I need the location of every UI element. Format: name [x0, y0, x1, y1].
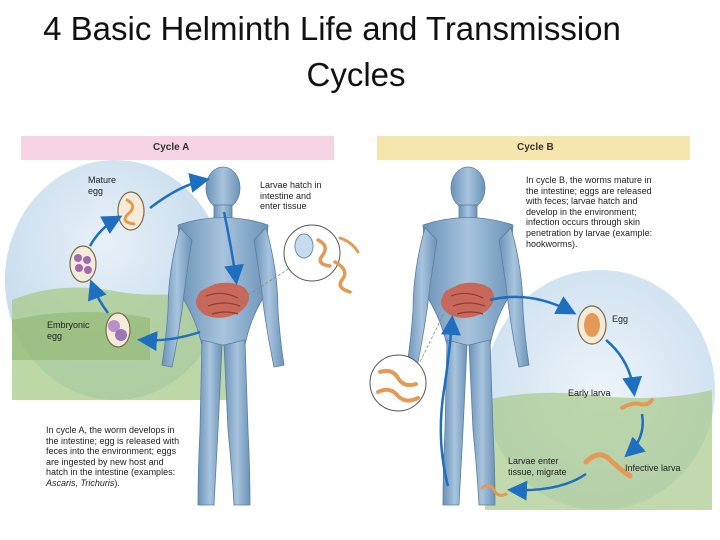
cycle-a-header: Cycle A — [21, 136, 334, 160]
arrow-migrate — [439, 315, 461, 487]
mature-egg-label-line-2: egg — [88, 185, 104, 196]
cycle-b-arrows — [439, 295, 646, 501]
egg-label: Egg — [612, 314, 629, 324]
embryonic-egg-label: Embryonic egg — [47, 320, 90, 341]
arrow-develop — [624, 413, 646, 458]
cycle-a-description-line-4: are ingested by new host and — [46, 456, 164, 467]
early-larva — [620, 398, 654, 410]
arrow-hatch — [605, 339, 643, 397]
cycle-b-description-line-3: with feces; larvae hatch and — [526, 196, 638, 207]
larvae-hatch-label: Larvae hatch in intestine and enter tiss… — [260, 180, 322, 212]
slide-title: 4 Basic Helminth Life and Transmission C… — [0, 6, 720, 98]
cycle-a-arrows — [87, 173, 244, 352]
cycle-a-description-line-5: hatch in the intestine (examples: — [46, 467, 176, 478]
larvae-enter-label-line-2: tissue, migrate — [508, 466, 567, 477]
cycle-b-description-line-7: hookworms). — [526, 238, 578, 249]
cycle-b-environment — [485, 270, 715, 510]
larvae-hatch-zoom — [239, 224, 360, 301]
infective-larva — [583, 452, 633, 479]
cycle-a-description-line-1: In cycle A, the worm develops in — [46, 425, 175, 435]
arrow-egg-mature — [88, 215, 123, 247]
title-line-2: Cycles — [306, 56, 406, 93]
skin-penetration-larva — [480, 483, 508, 497]
intestine-b — [441, 282, 494, 318]
arrow-ingestion — [149, 173, 210, 209]
larvae-enter-label-line-1: Larvae enter — [508, 456, 559, 466]
mature-egg-label: Mature egg — [88, 175, 116, 196]
arrow-egg-release-b — [489, 295, 577, 315]
cycle-a-examples: Ascaris, Trichuris — [46, 477, 115, 488]
cycle-a-description-line-3: feces into the environment; eggs — [46, 446, 177, 457]
mature-egg — [117, 191, 145, 231]
cycle-a-description: In cycle A, the worm develops in the int… — [46, 425, 196, 489]
cycle-b-description-line-5: infection occurs through skin — [526, 217, 641, 228]
intermediate-egg — [69, 245, 97, 283]
worms-zoom — [369, 304, 449, 412]
cycle-a-examples-end: ). — [114, 477, 120, 488]
arrow-to-skin — [507, 472, 587, 501]
infective-larva-label: Infective larva — [625, 463, 681, 473]
intestine-a — [196, 282, 249, 318]
larvae-enter-label: Larvae enter tissue, migrate — [508, 456, 567, 477]
embryonic-egg-label-line-2: egg — [47, 330, 63, 341]
cycle-a-description-line-6: Ascaris, Trichuris). — [46, 478, 196, 489]
cycle-b-description-line-2: the intestine; eggs are released — [526, 185, 652, 196]
larvae-hatch-label-line-3: enter tissue — [260, 201, 307, 211]
arrow-embryo-develop — [87, 279, 109, 314]
cycle-b-egg — [577, 305, 607, 345]
embryonic-egg-label-line-1: Embryonic — [47, 320, 90, 330]
arrow-to-intestine — [222, 211, 244, 285]
mature-egg-label-line-1: Mature — [88, 175, 117, 185]
early-larva-label: Early larva — [568, 388, 611, 398]
larvae-hatch-label-line-1: Larvae hatch in — [260, 180, 322, 190]
arrow-egg-release — [137, 330, 201, 352]
cycle-b-description-line-6: penetration by larvae (example: — [526, 227, 653, 238]
larvae-hatch-label-line-2: intestine and — [260, 190, 312, 201]
title-line-1: 4 Basic Helminth Life and Transmission — [43, 10, 621, 47]
cycle-b-header: Cycle B — [377, 136, 690, 160]
human-figure-a — [161, 166, 285, 506]
cycle-b-description: In cycle B, the worms mature in the inte… — [526, 175, 676, 249]
cycle-b-description-line-1: In cycle B, the worms mature in — [526, 175, 652, 185]
cycle-b-description-line-4: develop in the environment; — [526, 206, 637, 217]
embryonic-egg — [105, 312, 131, 348]
cycle-a-description-line-2: the intestine; egg is released with — [46, 435, 180, 446]
